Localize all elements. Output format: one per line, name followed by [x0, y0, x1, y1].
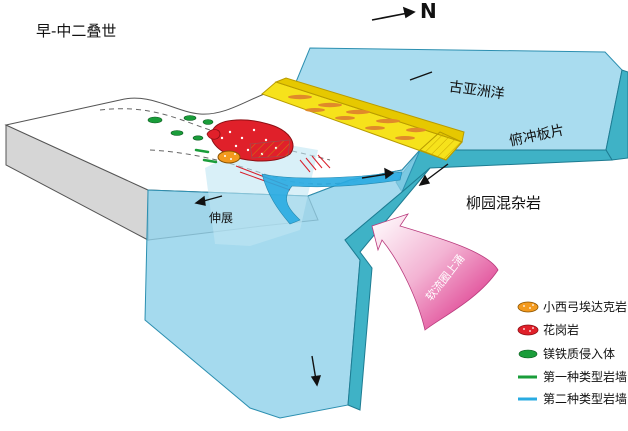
legend-granite-swatch: [517, 324, 539, 336]
legend-type2-dike-label: 第二种类型岩墙: [543, 392, 628, 406]
slab-bend-edge: [395, 149, 613, 193]
adakite-dots: [224, 153, 236, 160]
small-granite: [206, 129, 221, 140]
legend-symbols: [517, 301, 539, 401]
granite-hatch: [249, 139, 291, 159]
adakite-body: [217, 150, 241, 164]
diagram-title: 早-中二叠世: [36, 22, 117, 40]
extension-label: 伸展: [209, 211, 234, 225]
legend-granite-label: 花岗岩: [543, 323, 580, 337]
type1-dikes: [194, 148, 218, 164]
legend-type1-dike-label: 第一种类型岩墙: [543, 370, 628, 384]
melange-label: 柳园混杂岩: [466, 194, 542, 212]
descending-slab-edge: [344, 167, 431, 411]
type2-dike-band: [261, 171, 403, 225]
legend-adakite-swatch: [517, 301, 539, 313]
wedge-lenses: [288, 94, 426, 140]
compass-label: N: [420, 0, 437, 23]
legend-mafic-label: 镁铁质侵入体: [543, 347, 616, 361]
legend-mafic-swatch: [518, 349, 538, 359]
motion-arrows: [194, 71, 449, 387]
mafic-intrusions: [147, 115, 214, 141]
asthenosphere-upwelling-arrow: [371, 213, 499, 331]
accretionary-wedge-ridge: [274, 77, 465, 143]
north-arrow: [371, 6, 416, 21]
legend-adakite-label: 小西弓埃达克岩: [543, 300, 628, 314]
wedge-front-hatched: [419, 131, 463, 161]
